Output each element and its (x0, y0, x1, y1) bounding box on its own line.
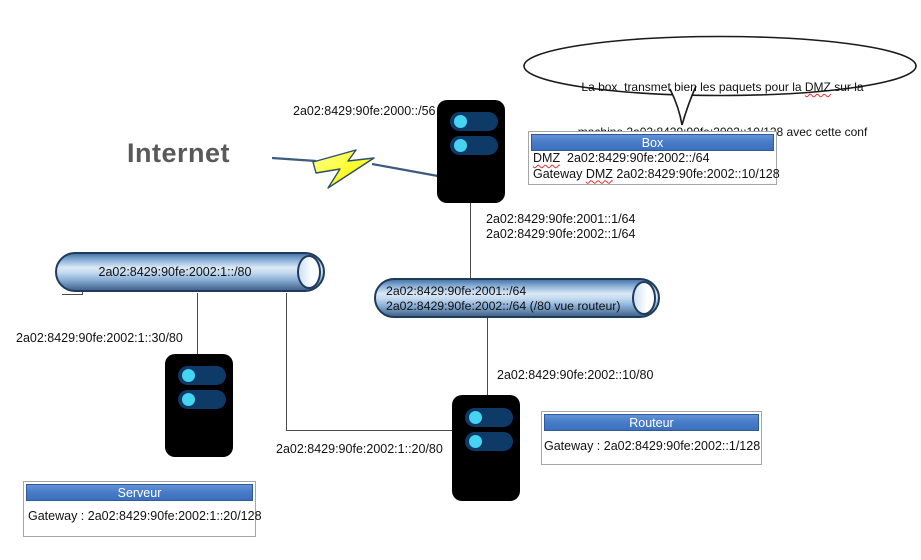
box-device (437, 100, 505, 203)
connector-dmz-cylinder-to-router (487, 318, 488, 396)
server-device (165, 354, 233, 457)
label-wan-prefix: 2a02:8429:90fe:2000::/56 (293, 104, 436, 118)
serveur-panel-title: Serveur (26, 484, 253, 501)
label-router-lan-address: 2a02:8429:90fe:2002:1::20/80 (276, 442, 443, 456)
speech-bubble-tail-outline (669, 85, 697, 126)
routeur-panel-title: Routeur (544, 414, 759, 431)
dmz-cylinder-labels: 2a02:8429:90fe:2001::/64 2a02:8429:90fe:… (386, 284, 621, 314)
lan-cylinder: 2a02:8429:90fe:2002:1::/80 (55, 252, 325, 292)
box-row1-text: 2a02:8429:90fe:2002::/64 (560, 151, 710, 165)
box-device-led-pill-1 (450, 112, 498, 131)
box-panel-title: Box (531, 134, 774, 151)
led-dot-icon (454, 115, 467, 128)
box-row2-pre: Gateway (533, 166, 586, 181)
serveur-panel-body: Gateway : 2a02:8429:90fe:2002:1::20/128 (28, 509, 262, 523)
bubble-line1-pre: La box transmet bien les paquets pour la (581, 80, 805, 94)
lan-cylinder-label: 2a02:8429:90fe:2002:1::/80 (98, 265, 252, 279)
box-panel-row-dmz: DMZ 2a02:8429:90fe:2002::/64 (531, 151, 774, 167)
cylinder-end-cap-icon (632, 281, 656, 315)
router-device-led-pill-2 (465, 432, 513, 451)
connector-stub-horizontal (62, 294, 83, 295)
bolt-left-wire (271, 156, 317, 163)
box-row1-dmz: DMZ (533, 151, 561, 165)
led-dot-icon (469, 435, 482, 448)
label-server-address: 2a02:8429:90fe:2002:1::30/80 (16, 331, 183, 345)
led-dot-icon (182, 393, 195, 406)
bolt-right-wire (371, 162, 439, 178)
connector-lan-cylinder-to-router-horizontal (286, 430, 453, 431)
box-row2-dmz: DMZ (585, 166, 613, 181)
dmz-cylinder: 2a02:8429:90fe:2001::/64 2a02:8429:90fe:… (374, 278, 660, 318)
led-dot-icon (182, 369, 195, 382)
bubble-dmz-misspelled: DMZ (804, 80, 831, 94)
dmz-cylinder-label-line2: 2a02:8429:90fe:2002::/64 (/80 vue routeu… (386, 299, 621, 313)
router-device (452, 395, 520, 501)
serveur-panel: Serveur Gateway : 2a02:8429:90fe:2002:1:… (23, 481, 262, 537)
connector-lan-cylinder-to-server (197, 293, 198, 355)
routeur-panel-body: Gateway : 2a02:8429:90fe:2002::1/128 (544, 439, 761, 453)
router-device-led-pill-1 (465, 408, 513, 427)
bubble-line1: La box transmet bien les paquets pour la… (550, 80, 895, 95)
bolt-shape (312, 149, 375, 189)
led-dot-icon (469, 411, 482, 424)
box-panel-row-gateway: Gateway DMZ 2a02:8429:90fe:2002::10/128 (531, 166, 780, 183)
server-device-led-pill-1 (178, 366, 226, 385)
box-device-led-pill-2 (450, 136, 498, 155)
cylinder-end-cap-icon (297, 255, 321, 289)
connector-stub-vertical (82, 290, 83, 295)
label-box-if-2001: 2a02:8429:90fe:2001::1/64 (486, 212, 636, 226)
speech-bubble (523, 35, 917, 126)
label-router-dmz-address: 2a02:8429:90fe:2002::10/80 (497, 368, 654, 382)
speech-bubble-ellipse (523, 35, 917, 97)
routeur-panel: Routeur Gateway : 2a02:8429:90fe:2002::1… (541, 411, 762, 465)
bubble-line1-post: sur la (830, 80, 864, 94)
box-panel: Box DMZ 2a02:8429:90fe:2002::/64 Gateway… (528, 131, 780, 185)
connector-lan-cylinder-to-router-vertical (286, 293, 287, 431)
led-dot-icon (454, 139, 467, 152)
box-row2-text: 2a02:8429:90fe:2002::10/128 (612, 166, 780, 181)
server-device-led-pill-2 (178, 390, 226, 409)
label-box-if-2002: 2a02:8429:90fe:2002::1/64 (486, 227, 636, 241)
connector-box-to-dmz-cylinder (470, 202, 471, 279)
lightning-bolt-icon (271, 149, 439, 189)
dmz-cylinder-label-line1: 2a02:8429:90fe:2001::/64 (386, 284, 527, 298)
internet-label: Internet (127, 138, 231, 168)
speech-bubble-tail-fill (670, 86, 696, 125)
